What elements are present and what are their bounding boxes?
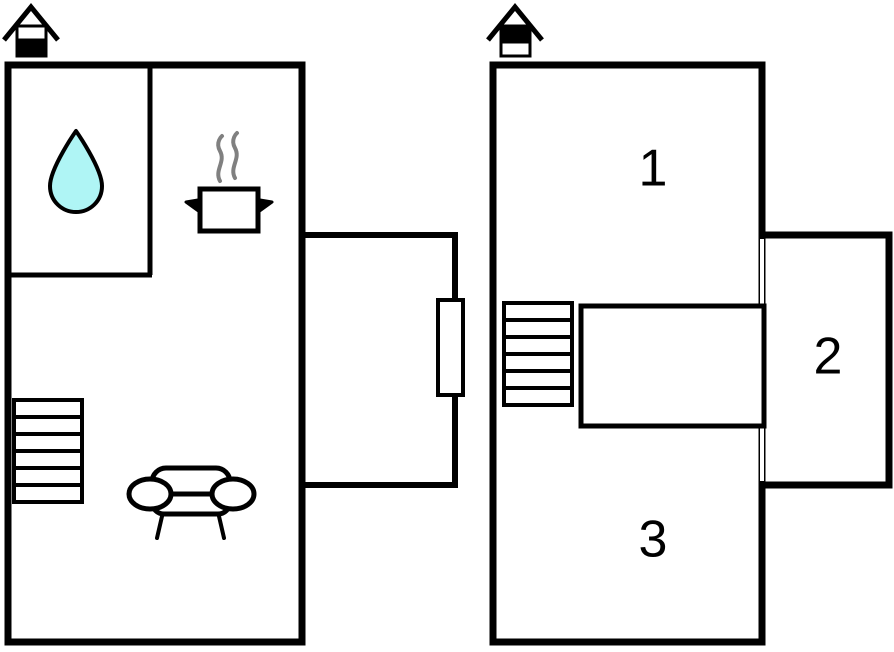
sofa-arm-left <box>126 476 174 512</box>
ground-floor-outline-fill <box>5 62 458 645</box>
hallway-partition <box>578 303 767 429</box>
upper-floor-exterior-walls <box>489 61 766 646</box>
room-2-label: 2 <box>814 328 843 386</box>
staircase-upper-floor <box>502 301 574 407</box>
ground-floor-exterior-walls <box>4 61 306 646</box>
house-level-icon-lower <box>2 3 60 58</box>
water-drop-icon <box>48 129 104 214</box>
upper-floor-plan: 1 2 3 <box>486 3 893 646</box>
sofa-icon <box>126 465 257 540</box>
cooking-pot-icon <box>184 131 274 234</box>
staircase-ground-floor <box>12 398 84 504</box>
door-icon <box>436 298 465 397</box>
room-3-label: 3 <box>639 511 668 569</box>
ground-floor-plan <box>2 3 465 646</box>
pot-body <box>197 186 261 234</box>
sofa-arm-right <box>209 476 257 512</box>
room-2-exterior-walls <box>762 231 893 489</box>
house-level-icon-upper <box>486 3 544 58</box>
room-1-label: 1 <box>639 140 668 198</box>
